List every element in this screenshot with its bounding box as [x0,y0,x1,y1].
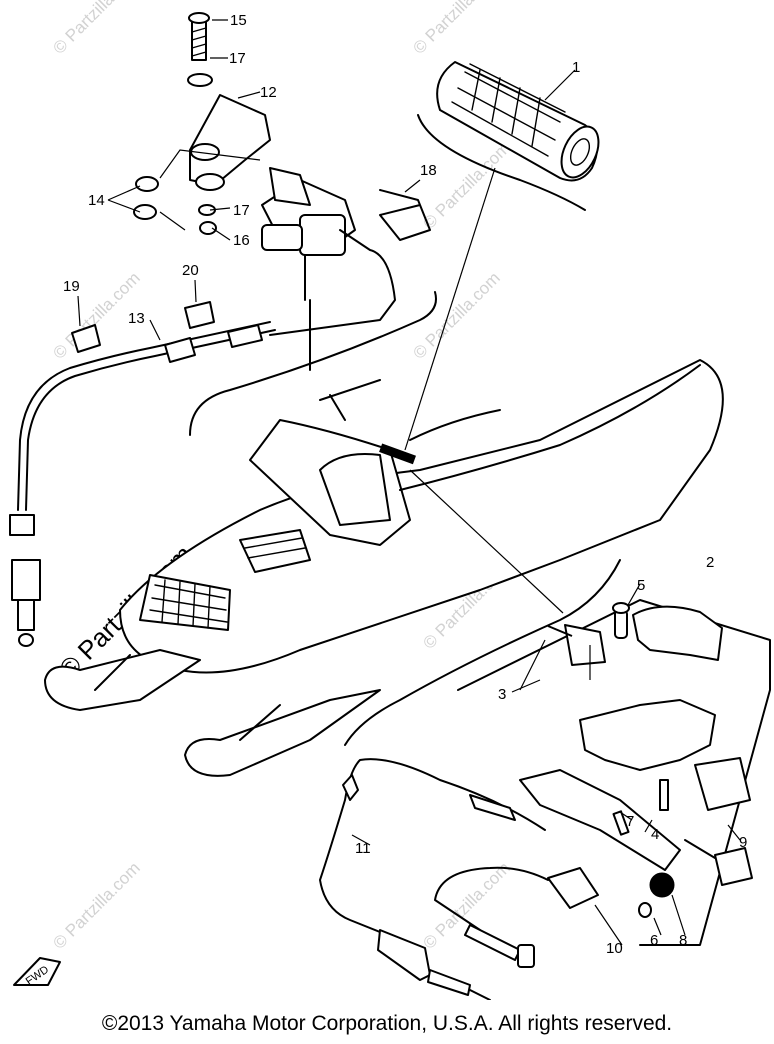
callout-label: 3 [498,686,506,703]
callout-label: 9 [739,834,747,851]
copyright-notice: ©2013 Yamaha Motor Corporation, U.S.A. A… [101,1012,673,1035]
part-skis [44,649,381,777]
callout-label: 19 [63,278,80,295]
watermark: © Partzilla.com [419,138,513,232]
callout-labels: 1 2 3 4 5 6 7 8 9 10 11 12 13 14 15 16 1… [63,12,747,957]
watermark: © Partzilla.com [49,858,143,952]
part-20 [184,301,215,329]
callout-label: 12 [260,84,277,101]
part-brake-cable [319,758,546,1000]
callout-label: 16 [233,232,250,249]
callout-label: 15 [230,12,247,29]
callout-label: 13 [128,310,145,327]
callout-label: 8 [679,932,687,949]
callout-label: 6 [650,932,658,949]
part-snowmobile [119,359,724,674]
part-clamp-bolt [133,12,271,235]
callout-label: 10 [606,940,623,957]
callout-label: 17 [229,50,246,67]
callout-label: 2 [706,554,714,571]
callout-label: 4 [651,826,659,843]
part-brake-housing [409,469,771,968]
callout-label: 11 [355,840,371,857]
watermark: © Partzilla.com [49,0,143,58]
part-19 [71,324,101,353]
fwd-marker: FWD [13,957,61,988]
callout-label: 18 [420,162,437,179]
callout-label: 17 [233,202,250,219]
callout-label: 5 [637,577,645,594]
parts-diagram: © Partzilla.com © Partzilla.com © Partzi… [9,0,771,1000]
watermark: © Partzilla.com [409,0,503,58]
part-clip [379,189,431,241]
callout-label: 1 [572,59,580,76]
callout-label: 14 [88,192,105,209]
callout-label: 7 [626,813,634,830]
watermark: © Partzilla.com [419,858,513,952]
watermark: © Partzilla.com [409,268,503,362]
callout-label: 20 [182,262,199,279]
part-throttle-cable [9,321,276,647]
part-throttle-housing [261,167,396,371]
part-grip [436,61,600,182]
